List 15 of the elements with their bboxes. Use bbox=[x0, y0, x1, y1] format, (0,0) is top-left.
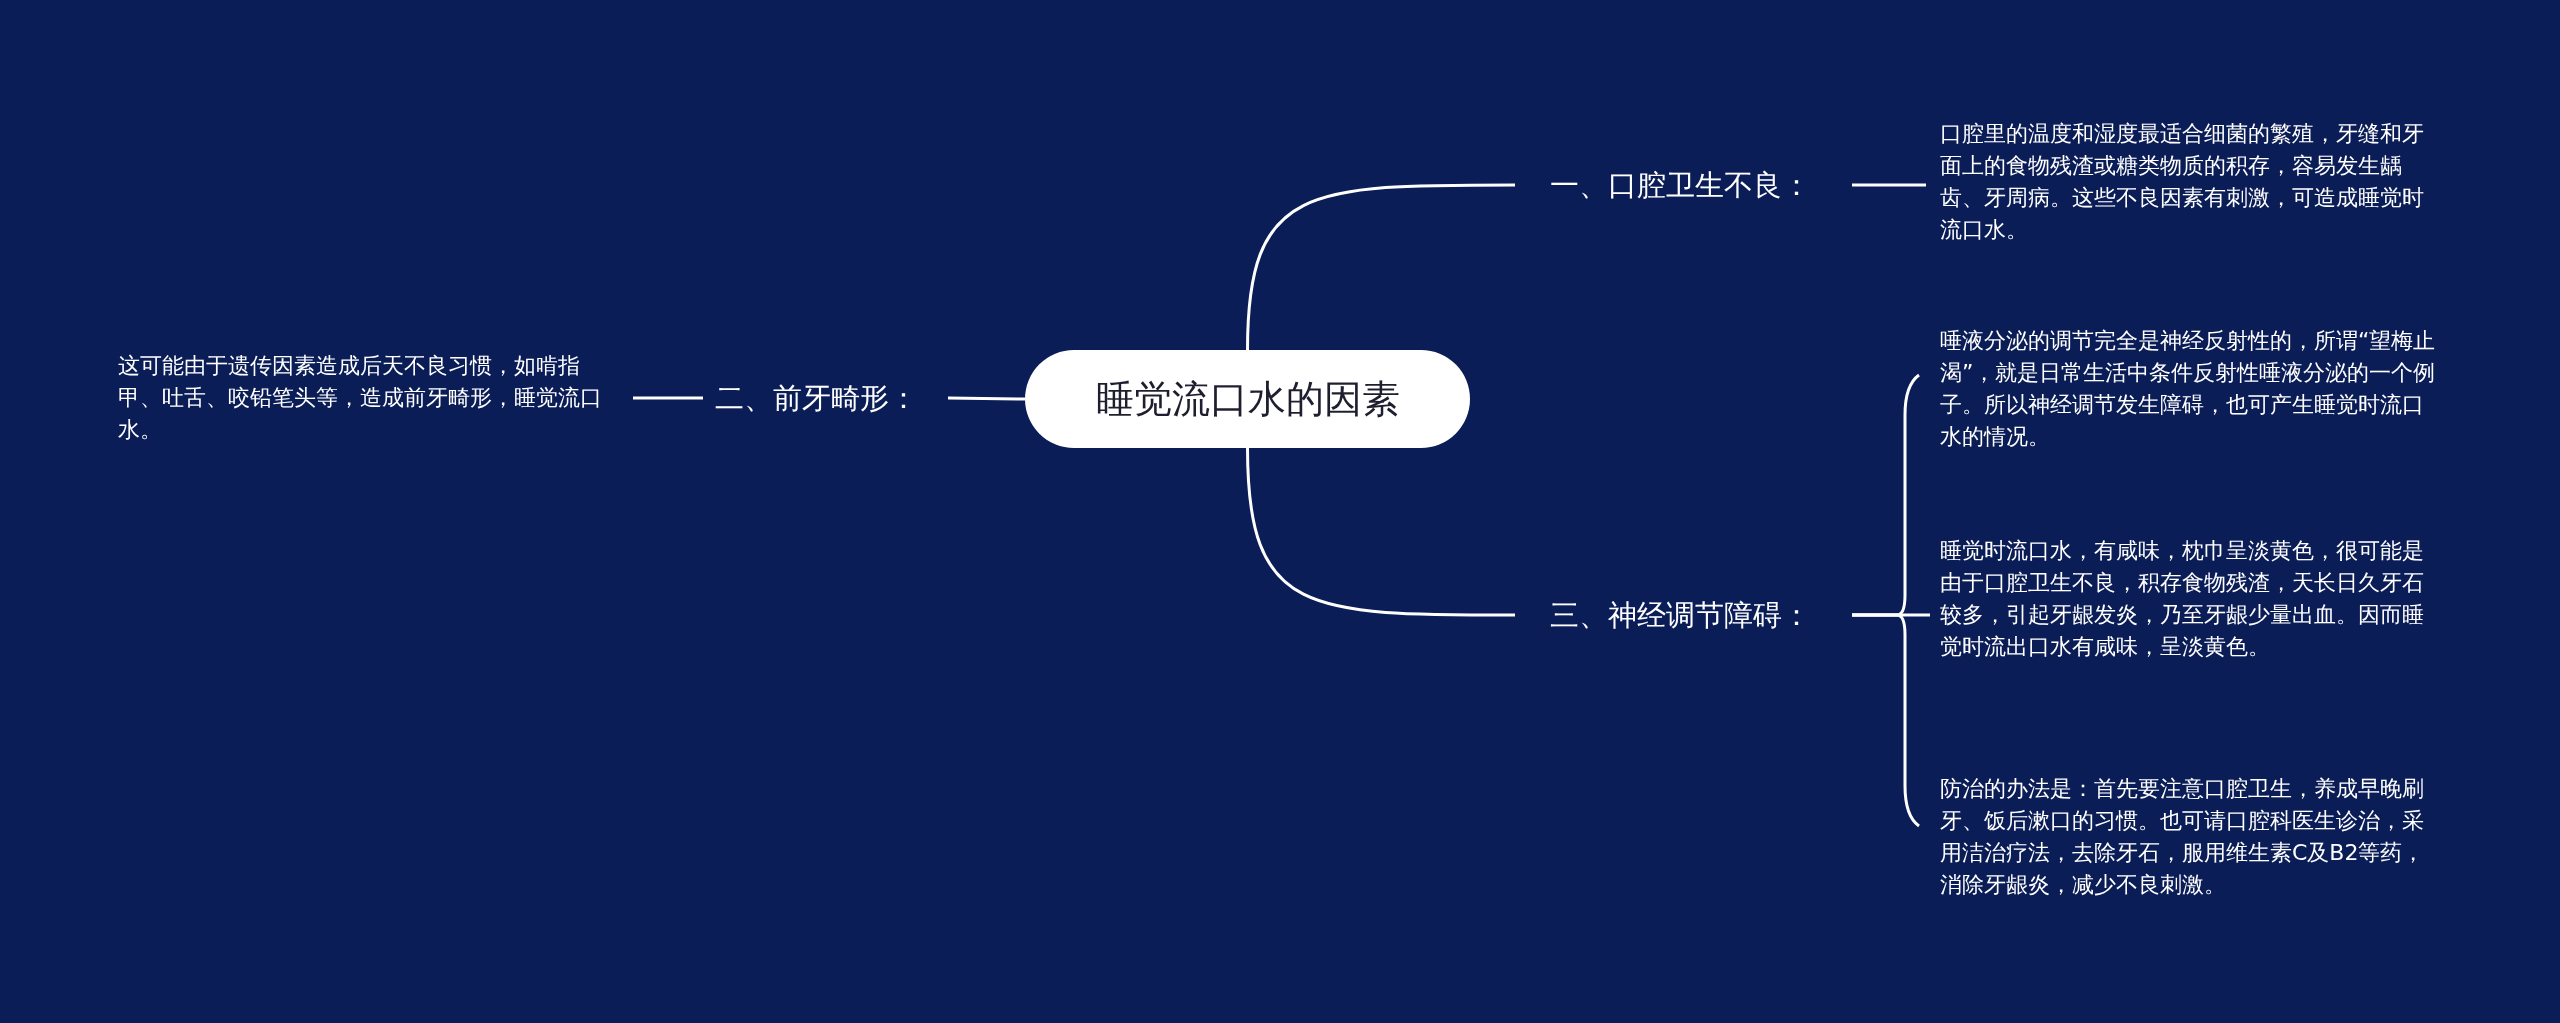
connector-line bbox=[1852, 183, 1926, 187]
root-topic-box: 睡觉流口水的因素 bbox=[1025, 350, 1470, 448]
connector-line bbox=[1246, 183, 1515, 351]
note-text: 口腔里的温度和湿度最适合细菌的繁殖，牙缝和牙面上的食物残渣或糖类物质的积存，容易发生龋齿、牙周病。这些不良因素有刺激，可造成睡觉时流口水。 bbox=[1940, 118, 2445, 246]
note-text: 这可能由于遗传因素造成后天不良习惯，如啃指甲、吐舌、咬铅笔头等，造成前牙畸形，睡觉流口水。 bbox=[118, 350, 623, 446]
branch-label: 二、前牙畸形： bbox=[715, 378, 940, 418]
branch-label: 一、口腔卫生不良： bbox=[1550, 165, 1840, 205]
note-text: 唾液分泌的调节完全是神经反射性的，所谓“望梅止渴”，就是日常生活中条件反射性唾液分泌的一个例子。所以神经调节发生障碍，也可产生睡觉时流口水的情况。 bbox=[1940, 325, 2445, 453]
note-text: 睡觉时流口水，有咸味，枕巾呈淡黄色，很可能是由于口腔卫生不良，积存食物残渣，天长日久牙石较多，引起牙龈发炎，乃至牙龈少量出血。因而睡觉时流出口水有咸味，呈淡黄色。 bbox=[1940, 535, 2445, 663]
connector-line bbox=[1852, 613, 1920, 828]
note-text: 防治的办法是：首先要注意口腔卫生，养成早晚刷牙、饭后漱口的习惯。也可请口腔科医生诊治，采用洁治疗法，去除牙石，服用维生素C及B2等药，消除牙龈炎，减少不良刺激。 bbox=[1940, 773, 2445, 901]
connector-line bbox=[1246, 447, 1515, 617]
connector-line bbox=[633, 396, 703, 400]
branch-label: 三、神经调节障碍： bbox=[1550, 595, 1840, 635]
connector-line bbox=[947, 396, 1026, 401]
